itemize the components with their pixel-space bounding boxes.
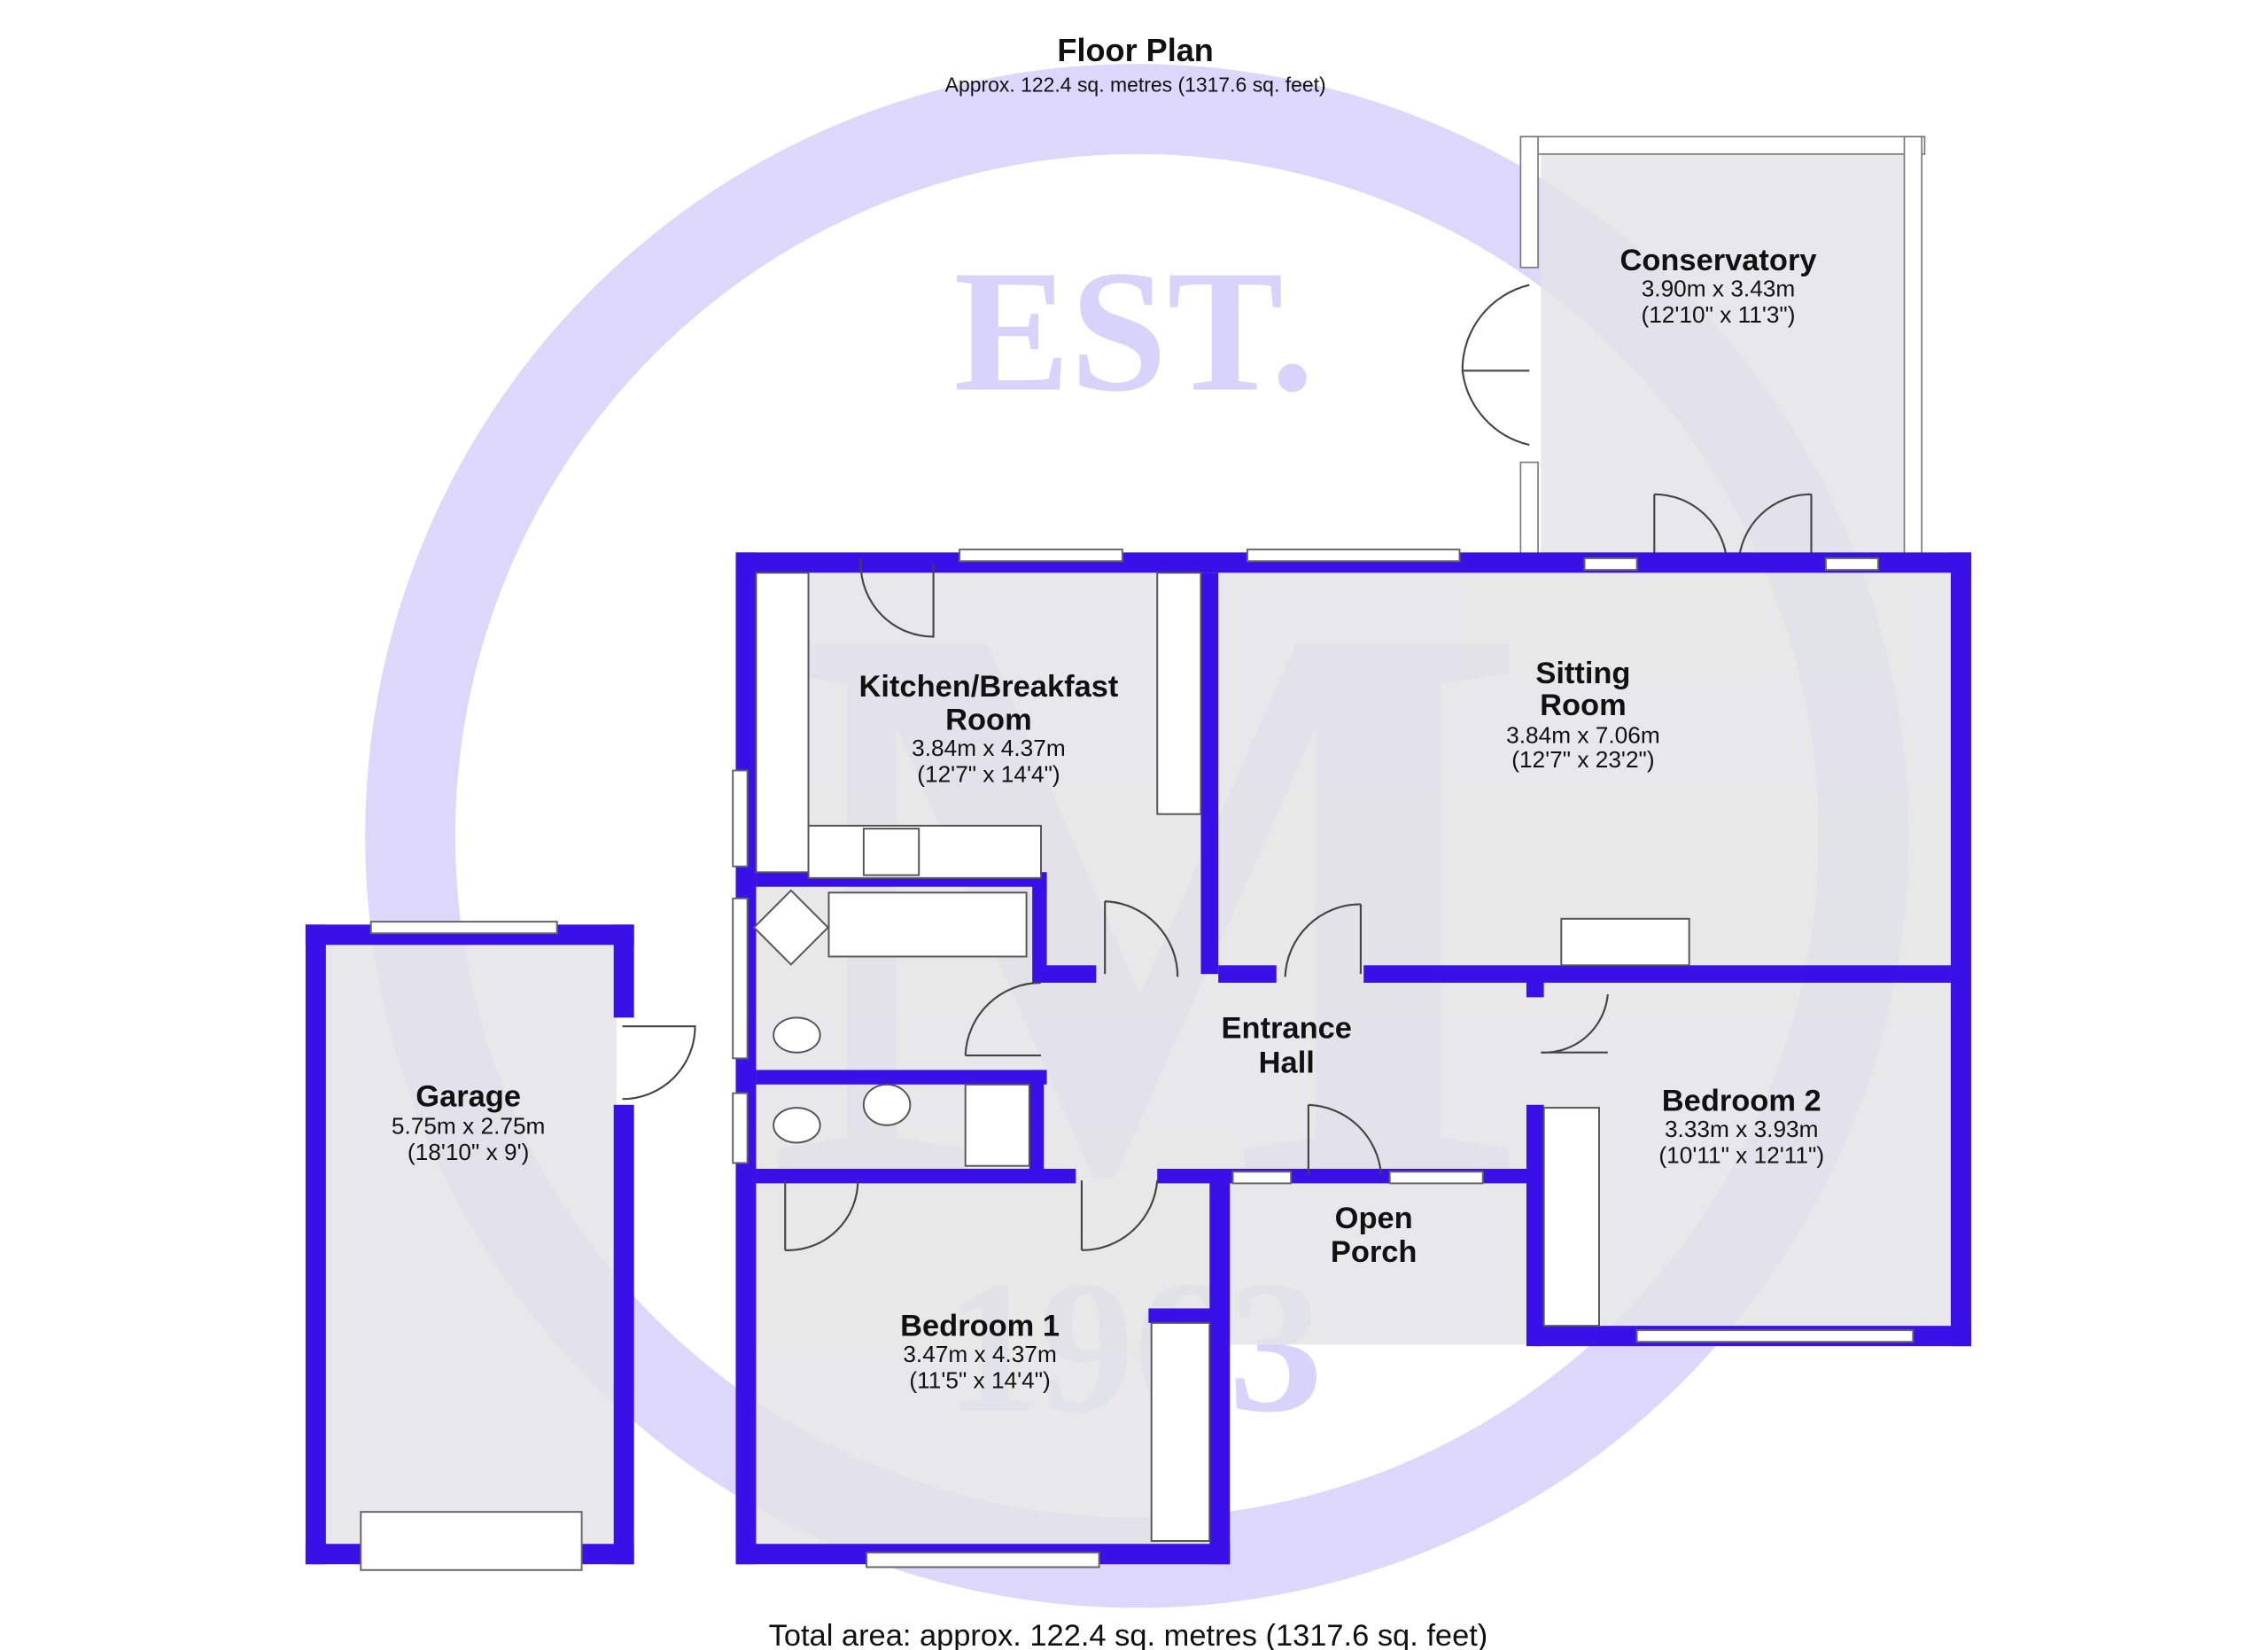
svg-text:(12'7" x 14'4"): (12'7" x 14'4") — [917, 761, 1060, 788]
total-area: Total area: approx. 122.4 sq. metres (13… — [769, 1619, 1488, 1650]
svg-text:(10'11" x 12'11"): (10'11" x 12'11") — [1658, 1141, 1824, 1168]
svg-text:Room: Room — [1540, 689, 1627, 722]
svg-text:(11'5" x 14'4"): (11'5" x 14'4") — [909, 1367, 1050, 1394]
plan-subtitle: Approx. 122.4 sq. metres (1317.6 sq. fee… — [945, 73, 1326, 96]
svg-text:Open: Open — [1335, 1202, 1413, 1235]
conservatory-walls — [1461, 136, 1926, 564]
room-kitchen: Kitchen/Breakfast Room 3.84m x 4.37m (12… — [859, 670, 1119, 788]
room-hall: Entrance Hall — [1222, 1011, 1352, 1079]
svg-text:(12'10" x 11'3"): (12'10" x 11'3") — [1641, 301, 1795, 328]
svg-text:(18'10" x 9'): (18'10" x 9') — [408, 1139, 529, 1165]
room-porch: Open Porch — [1331, 1202, 1418, 1269]
plan-title: Floor Plan — [1057, 32, 1213, 68]
svg-text:3.33m x 3.93m: 3.33m x 3.93m — [1665, 1116, 1819, 1142]
room-garage: Garage 5.75m x 2.75m (18'10" x 9') — [392, 1079, 546, 1165]
svg-text:3.47m x 4.37m: 3.47m x 4.37m — [903, 1341, 1057, 1367]
svg-text:Kitchen/Breakfast: Kitchen/Breakfast — [859, 670, 1119, 704]
room-sitting: Sitting Room 3.84m x 7.06m (12'7" x 23'2… — [1506, 657, 1660, 773]
svg-text:Entrance: Entrance — [1222, 1011, 1352, 1045]
svg-text:5.75m x 2.75m: 5.75m x 2.75m — [392, 1113, 546, 1140]
svg-text:Room: Room — [945, 704, 1032, 737]
svg-text:Bedroom 2: Bedroom 2 — [1662, 1084, 1821, 1117]
fittings — [622, 557, 1690, 1542]
svg-text:(12'7" x 23'2"): (12'7" x 23'2") — [1511, 746, 1654, 773]
room-conservatory: Conservatory 3.90m x 3.43m (12'10" x 11'… — [1619, 244, 1816, 328]
svg-text:3.90m x 3.43m: 3.90m x 3.43m — [1642, 276, 1796, 302]
svg-text:3.84m x 7.06m: 3.84m x 7.06m — [1506, 721, 1660, 748]
svg-text:Hall: Hall — [1259, 1047, 1315, 1080]
svg-text:Conservatory: Conservatory — [1619, 244, 1816, 277]
room-bedroom-2: Bedroom 2 3.33m x 3.93m (10'11" x 12'11"… — [1658, 1084, 1824, 1168]
svg-text:Garage: Garage — [416, 1079, 521, 1113]
svg-text:Sitting: Sitting — [1535, 657, 1630, 690]
svg-text:Porch: Porch — [1331, 1235, 1418, 1269]
windows — [360, 549, 1915, 1571]
svg-text:EST.: EST. — [954, 235, 1315, 428]
svg-text:3.84m x 4.37m: 3.84m x 4.37m — [912, 735, 1066, 761]
svg-text:Bedroom 1: Bedroom 1 — [900, 1310, 1060, 1343]
room-bedroom-1: Bedroom 1 3.47m x 4.37m (11'5" x 14'4") — [900, 1310, 1060, 1394]
